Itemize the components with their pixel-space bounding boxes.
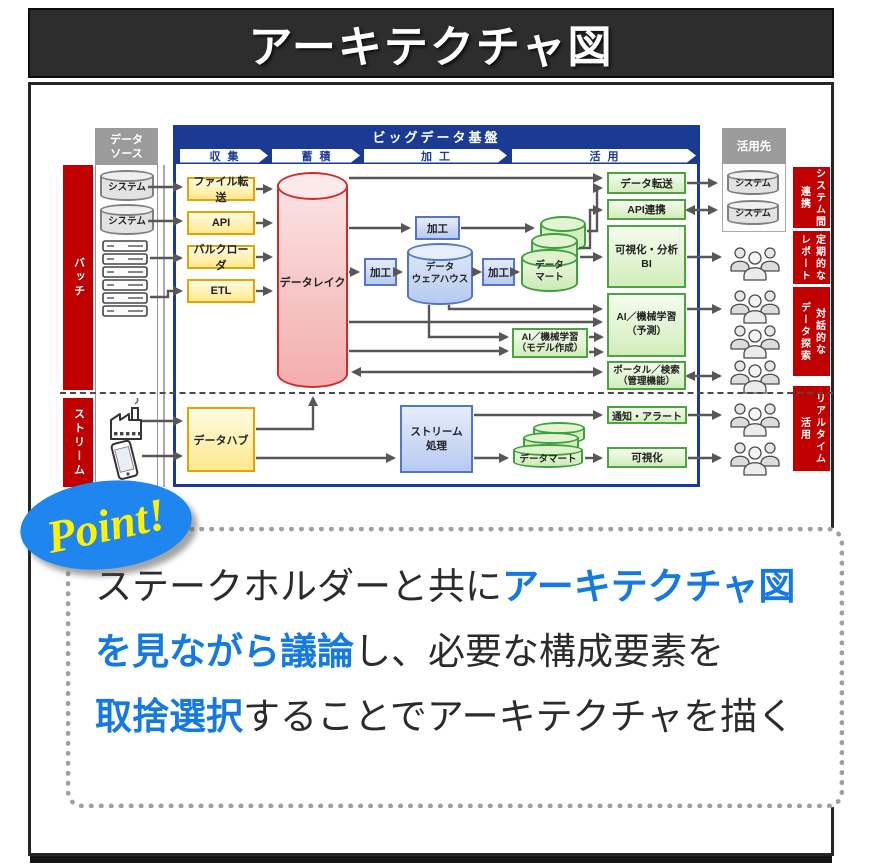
source-system-db-2: システム	[100, 204, 154, 235]
node-visualization: 可視化	[607, 447, 687, 468]
node-datamart-batch: データ マート	[521, 249, 578, 292]
point-line: を見ながら議論し、必要な構成要素を	[95, 631, 724, 672]
destination-system-db-1: システム	[727, 169, 779, 195]
server-icon	[102, 240, 148, 278]
lane-batch-label: バッチ	[72, 256, 85, 299]
node-datamart-stream: データマート	[513, 444, 583, 468]
users-group-icon	[727, 357, 783, 395]
node-process-3: 加工	[482, 258, 515, 286]
node-data-hub: データハブ	[187, 407, 255, 472]
users-group-icon	[727, 244, 783, 282]
node-bi: 可視化・分析 BI	[607, 225, 686, 288]
node-ai-predict: AI／機械学習 （予測）	[607, 293, 686, 357]
usage-realtime: リアルタイム 活用	[793, 386, 830, 471]
usage-periodic-report: 定期的な レポート	[793, 231, 830, 284]
lane-batch: バッチ	[63, 165, 93, 390]
node-api-link: API連携	[607, 199, 686, 220]
users-group-icon	[727, 400, 783, 438]
node-file-transfer: ファイル転送	[187, 176, 255, 204]
users-group-icon	[727, 322, 783, 360]
title-bar: アーキテクチャ図	[28, 8, 834, 78]
point-callout-box: ステークホルダーと共にアーキテクチャ図 を見ながら議論し、必要な構成要素を 取捨…	[66, 527, 844, 808]
page-title: アーキテクチャ図	[248, 23, 614, 72]
node-bulk-loader: バルクローダ	[187, 244, 255, 272]
destination-system-db-2: システム	[727, 199, 779, 225]
node-data-lake: データレイク	[277, 172, 348, 388]
stage-collect: 収集	[180, 149, 268, 163]
node-portal: ポータル／検索 （管理機能）	[607, 361, 686, 390]
node-etl: ETL	[187, 279, 255, 303]
batch-stream-separator	[60, 392, 833, 394]
stage-store: 蓄積	[272, 149, 360, 163]
stage-strip: 収集 蓄積 加工 活用	[173, 147, 700, 164]
node-stream-processing: ストリーム 処理	[400, 405, 473, 473]
lane-stream-label: ストリーム	[72, 407, 85, 478]
node-dwh: データ ウェアハウス	[407, 243, 473, 305]
stage-process: 加工	[364, 149, 507, 163]
stage-use: 活用	[512, 149, 696, 163]
lane-stream: ストリーム	[63, 398, 93, 487]
source-system-db-1: システム	[100, 170, 154, 201]
node-process-2: 加工	[364, 258, 397, 286]
node-data-transfer: データ転送	[607, 172, 686, 194]
factory-icon	[104, 398, 148, 442]
destination-header: 活用先	[722, 128, 786, 164]
point-badge-label: Point!	[41, 487, 171, 563]
divider-line	[163, 165, 165, 487]
users-group-icon	[727, 439, 783, 477]
server-icon	[102, 279, 148, 317]
users-group-icon	[727, 287, 783, 325]
bigdata-platform-title: ビッグデータ基盤	[173, 125, 700, 147]
data-source-header: データ ソース	[95, 128, 158, 165]
usage-interactive-exploration: 対話的な データ探索	[793, 287, 830, 376]
node-alert: 通知・アラート	[607, 406, 687, 424]
usage-system-link: システム間 連携	[793, 167, 830, 228]
data-source-header-label: データ ソース	[110, 133, 143, 160]
node-ai-model: AI／機械学習 （モデル作成）	[512, 328, 588, 358]
smartphone-icon	[104, 438, 144, 482]
point-text: ステークホルダーと共にアーキテクチャ図 を見ながら議論し、必要な構成要素を 取捨…	[95, 554, 825, 749]
point-line: 取捨選択することでアーキテクチャを描く	[95, 696, 795, 737]
point-line: ステークホルダーと共にアーキテクチャ図	[95, 566, 796, 607]
node-process-1: 加工	[415, 216, 460, 240]
node-api: API	[187, 211, 255, 235]
